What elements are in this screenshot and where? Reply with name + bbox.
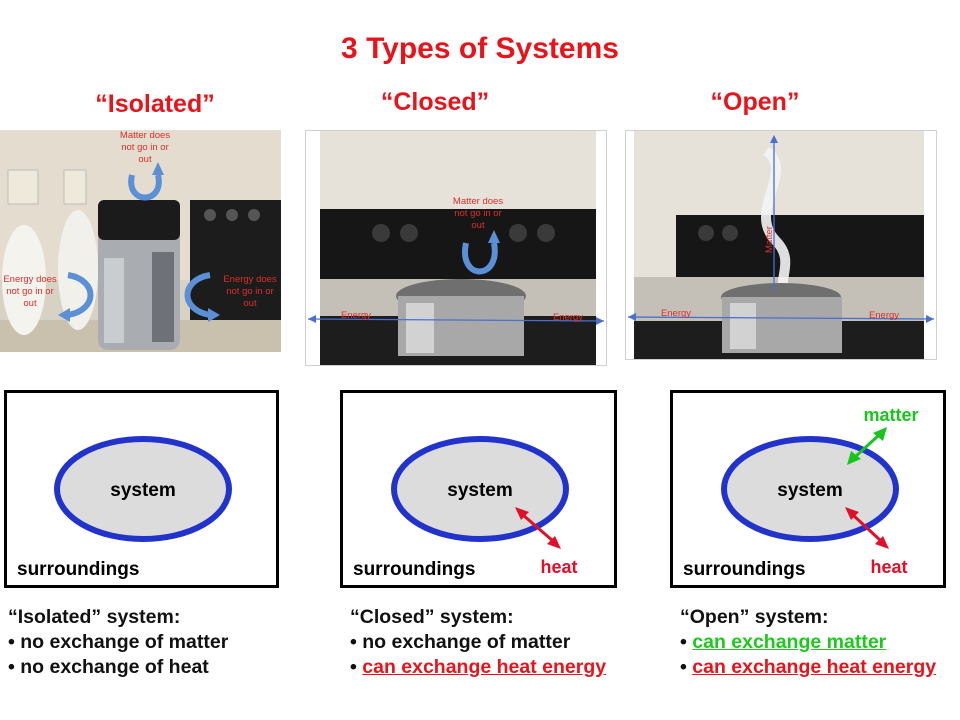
system-label: system <box>110 480 176 501</box>
heat-label: heat <box>870 557 907 577</box>
energy-left-note-line3: out <box>23 298 37 309</box>
heat-arrow <box>522 513 554 543</box>
open-diagram: system matter heat surroundings <box>670 390 946 588</box>
energy-right-note-arrow <box>184 272 211 318</box>
energy-left-note: Energy <box>661 308 691 319</box>
matter-label: matter <box>863 405 918 425</box>
energy-line <box>307 318 605 322</box>
matter-note-arrow <box>462 242 498 275</box>
energy-right-note: Energy <box>869 310 899 321</box>
description-heading: “Open” system: <box>680 606 829 628</box>
energy-right-note-line2: not go in or <box>226 286 274 297</box>
matter-arrow <box>853 433 881 459</box>
open-label: “Open” <box>710 88 800 116</box>
description-item-highlight: • can exchange matter <box>680 630 960 655</box>
bullet: • <box>680 631 687 653</box>
isolated-description: “Isolated” system: • no exchange of matt… <box>8 605 308 680</box>
isolated-photo: Matter does not go in or out Energy does… <box>0 130 281 352</box>
surroundings-label: surroundings <box>683 559 806 580</box>
matter-note-line3: out <box>471 220 485 231</box>
matter-exchange-text: can exchange matter <box>692 631 887 653</box>
page-title: 3 Types of Systems <box>341 32 619 65</box>
description-heading: “Closed” system: <box>350 606 514 628</box>
open-photo: Matter Energy Energy <box>625 130 937 360</box>
matter-note: Matter <box>764 226 775 253</box>
closed-photo: Energy Energy Matter does not go in or o… <box>305 130 607 366</box>
closed-label: “Closed” <box>380 88 490 116</box>
description-item-highlight: • can exchange heat energy <box>680 655 960 680</box>
surroundings-label: surroundings <box>17 559 140 580</box>
energy-left-note-line1: Energy does <box>3 274 57 285</box>
bullet: • <box>680 656 687 678</box>
open-description: “Open” system: • can exchange matter • c… <box>680 605 960 680</box>
description-heading: “Isolated” system: <box>8 606 181 628</box>
energy-right-note: Energy <box>553 312 583 323</box>
heat-arrow <box>851 513 883 543</box>
isolated-diagram: system surroundings <box>4 390 279 588</box>
matter-note-line2: not go in or <box>454 208 502 219</box>
system-label: system <box>777 480 843 501</box>
energy-left-note-line2: not go in or <box>6 286 54 297</box>
heat-exchange-text: can exchange heat energy <box>692 656 937 678</box>
closed-diagram: system heat surroundings <box>340 390 617 588</box>
energy-left-note: Energy <box>341 310 371 321</box>
matter-note-line3: out <box>138 154 152 165</box>
bullet: • <box>350 656 357 678</box>
description-item: • no exchange of matter <box>350 631 571 653</box>
matter-note-line1: Matter does <box>120 130 170 141</box>
system-label: system <box>447 480 513 501</box>
description-item-highlight: • can exchange heat energy <box>350 655 650 680</box>
isolated-label: “Isolated” <box>95 90 215 118</box>
energy-right-note-line3: out <box>243 298 257 309</box>
description-item: • no exchange of matter <box>8 631 229 653</box>
matter-note-line2: not go in or <box>121 142 169 153</box>
energy-line <box>627 316 935 320</box>
matter-note-arrow <box>128 174 162 201</box>
description-item: • no exchange of heat <box>8 656 209 678</box>
matter-note-line1: Matter does <box>453 196 503 207</box>
system-ellipse <box>54 436 232 542</box>
energy-left-note-arrow <box>67 272 94 318</box>
closed-description: “Closed” system: • no exchange of matter… <box>350 605 650 680</box>
energy-right-note-line1: Energy does <box>223 274 277 285</box>
heat-label: heat <box>540 557 577 577</box>
surroundings-label: surroundings <box>353 559 476 580</box>
heat-exchange-text: can exchange heat energy <box>362 656 607 678</box>
